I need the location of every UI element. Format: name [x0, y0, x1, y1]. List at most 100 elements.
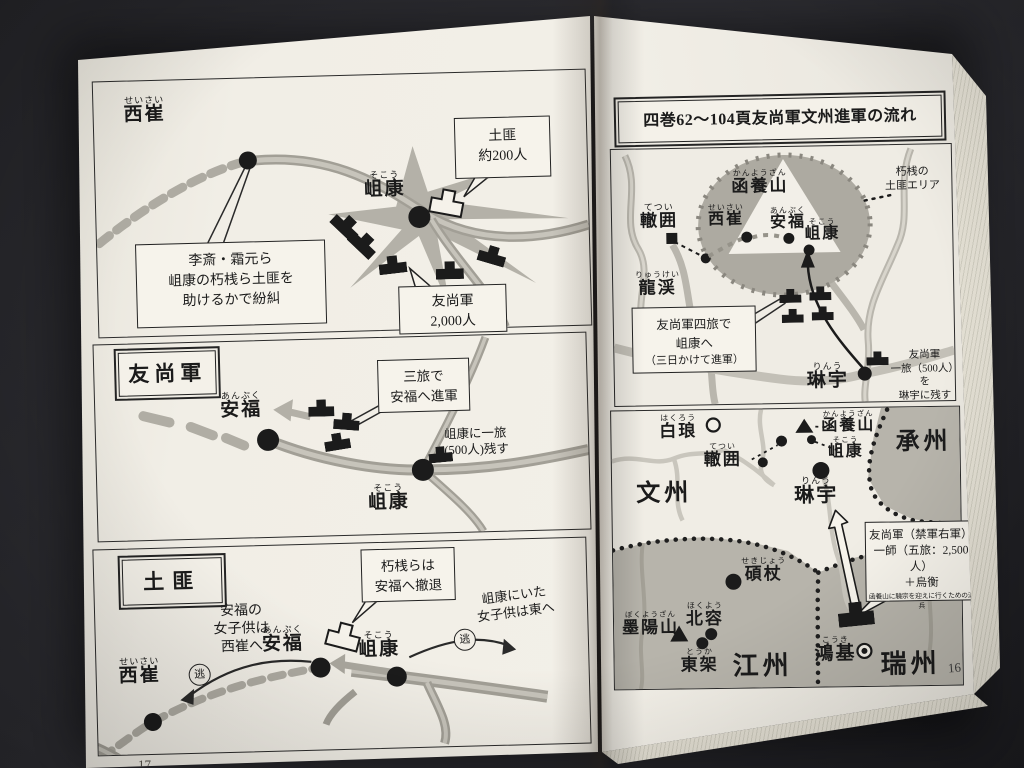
callout-pointer-lines — [751, 296, 786, 327]
right-page-number: 16 — [947, 659, 962, 676]
four-brigade-line2: 岨康へ — [675, 336, 714, 351]
touka-kanji: 東架 — [680, 655, 719, 675]
waypoint-dot — [700, 253, 711, 264]
advance-callout-box: 三旅で 安福へ進軍 — [376, 357, 471, 414]
hakurou-label: はくろう 白琅 — [659, 413, 697, 441]
leader-lines — [751, 425, 838, 461]
kanyouzan-triangle — [728, 158, 841, 254]
panel-advance-map: かんようざん 函養山 朽桟の 土匪エリア てつい 轍囲 せいさい 西崔 あんぷく… — [609, 143, 959, 407]
callout-pointer-lines — [206, 165, 252, 245]
bokuyouzan-kanji: 墨陽山 — [621, 617, 680, 638]
anpuku-label: あんぷく 安福 — [220, 390, 263, 422]
seisai-kanji: 西崔 — [123, 104, 166, 127]
seisai-kanji: 西崔 — [707, 211, 745, 229]
touka-dot — [696, 637, 709, 650]
yushou-strength-box: 友尚軍 2,000人 — [398, 283, 508, 335]
sekijou-dot — [725, 573, 742, 590]
touka-label: とうか 東架 — [680, 647, 719, 675]
anpuku-white-unit — [324, 621, 362, 653]
dashed-road — [93, 663, 325, 756]
leave-rinu-line2: 一旅（500人）を — [890, 362, 959, 388]
kanyouzan-label: かんようざん 函養山 — [731, 168, 789, 197]
sokou-label: そこう 岨康 — [804, 217, 841, 244]
dispute-note-box: 李斎・霜元ら 岨康の朽桟ら土匪を 助けるかで紛糾 — [135, 239, 328, 329]
retreat-line2: 安福へ撤退 — [374, 577, 443, 595]
hokuyou-kanji: 北容 — [685, 609, 725, 629]
army-callout-line3: ＋烏衡 — [904, 576, 939, 590]
kouki-kanji: 鴻基 — [814, 643, 857, 666]
advance-arrow-head — [273, 399, 293, 422]
dispatch-arrow — [827, 509, 861, 609]
dohi-callout-line2: 約200人 — [478, 148, 528, 165]
army-callout-box: 友尚軍（禁軍右軍） 一師（五旅：2,500人） ＋烏衡 函養山に驍宗を迎えに行く… — [864, 520, 974, 610]
anpuku-kanji: 安福 — [769, 213, 807, 232]
seisai-label: せいさい 西崔 — [118, 656, 161, 688]
dohi-white-unit — [428, 188, 465, 219]
sekijou-label: せきじょう 碩杖 — [741, 556, 786, 584]
sokou-dot — [806, 435, 816, 445]
right-page-title-text: 四巻62〜104頁友尚軍文州進軍の流れ — [643, 107, 917, 130]
panel-sokou-siege: せいさい 西崔 そこう 岨康 李斎・霜元ら 岨康の朽桟ら土匪を 助けるかで紛糾 … — [91, 68, 593, 339]
sokou-kanji: 岨康 — [804, 225, 841, 244]
army-callout-line4: 函養山に驍宗を迎えに行くための派兵 — [868, 592, 975, 611]
tetsui-kanji: 轍囲 — [703, 450, 742, 470]
tetsui-kanji: 轍囲 — [639, 211, 679, 231]
dohi-callout-line1: 土匪 — [488, 128, 517, 145]
kanyouzan-label: かんようざん 函養山 — [821, 409, 876, 435]
yushou-line2: 2,000人 — [430, 313, 477, 330]
anpuku-label: あんぷく 安福 — [769, 206, 807, 233]
sokou-kanji: 岨康 — [363, 178, 406, 201]
town-dot — [776, 435, 788, 447]
tetsui-label: てつい 轍囲 — [639, 202, 679, 231]
west-flee-arrow-head — [180, 688, 195, 705]
left-page-number: 17 — [138, 757, 151, 768]
panel-title-text: 友尚軍 — [127, 360, 207, 387]
seisai-label: せいさい 西崔 — [123, 95, 166, 127]
sokou-kanji: 岨康 — [367, 491, 411, 514]
leave-note-line2: (500人)残す — [444, 441, 510, 458]
dispute-note-line3: 助けるかで紛糾 — [182, 291, 281, 310]
mountain-dashes — [138, 411, 250, 451]
leave-rinu-note: 友尚軍 一旅（500人）を 琳宇に残す — [888, 348, 961, 404]
province-bunshuu: 文州 — [636, 480, 693, 508]
area-note-leader — [863, 192, 897, 202]
koushuu-region — [613, 537, 819, 690]
panel-title-dohi: 土匪 — [117, 552, 228, 611]
kanyouzan-kanji: 函養山 — [821, 416, 876, 435]
panel-yushou-advance: 友尚軍 あんぷく 安福 三旅で 安福へ進軍 岨康に一旅 (500人)残す そこう — [92, 331, 592, 543]
retreat-line1: 朽桟らは — [380, 557, 436, 574]
advance-map-art — [613, 147, 956, 406]
hokuyou-label: ほくよう 北容 — [685, 601, 725, 629]
four-brigade-callout: 友尚軍四旅で 岨康へ （三日かけて進軍） — [631, 305, 757, 374]
panel-title-yushougun: 友尚軍 — [113, 345, 222, 402]
sokou-label: そこう 岨康 — [827, 435, 864, 461]
kanyouzan-kanji: 函養山 — [731, 176, 789, 197]
advance-line2: 安福へ進軍 — [390, 387, 458, 405]
province-zuishuu: 瑞州 — [880, 648, 941, 679]
leave-rinu-line1: 友尚軍 — [908, 349, 941, 361]
yushou-line1: 友尚軍 — [431, 293, 474, 310]
seisai-kanji: 西崔 — [118, 665, 161, 688]
dohi-callout-box: 土匪 約200人 — [453, 115, 552, 180]
bokuyouzan-triangle — [670, 625, 689, 642]
sekijou-kanji: 碩杖 — [744, 564, 783, 584]
leave-brigade-note: 岨康に一旅 (500人)残す — [444, 424, 531, 459]
rinu-label: りんう 琳宇 — [807, 361, 849, 392]
retreat-callout-box: 朽桟らは 安福へ撤退 — [360, 547, 456, 603]
evacuate-line1: 安福の — [219, 603, 263, 620]
advance-arrow-head — [800, 249, 815, 268]
area-note-line2: 土匪エリア — [884, 179, 941, 193]
right-page-title: 四巻62〜104頁友尚軍文州進軍の流れ — [613, 89, 947, 149]
army-callout-line1: 友尚軍（禁軍右軍） — [869, 528, 973, 542]
sokou-label: そこう 岨康 — [367, 482, 411, 514]
area-note-line1: 朽桟の — [895, 165, 929, 179]
tetsui-label: てつい 轍囲 — [703, 442, 742, 470]
kouki-capital-dot — [861, 647, 868, 654]
hakurou-circle — [705, 417, 721, 433]
advance-arrow — [806, 264, 864, 369]
sokou-kanji: 岨康 — [827, 442, 864, 461]
bandit-area-note: 朽桟の 土匪エリア — [879, 164, 945, 194]
ryuukei-label: りゅうけい 龍渓 — [635, 270, 680, 298]
